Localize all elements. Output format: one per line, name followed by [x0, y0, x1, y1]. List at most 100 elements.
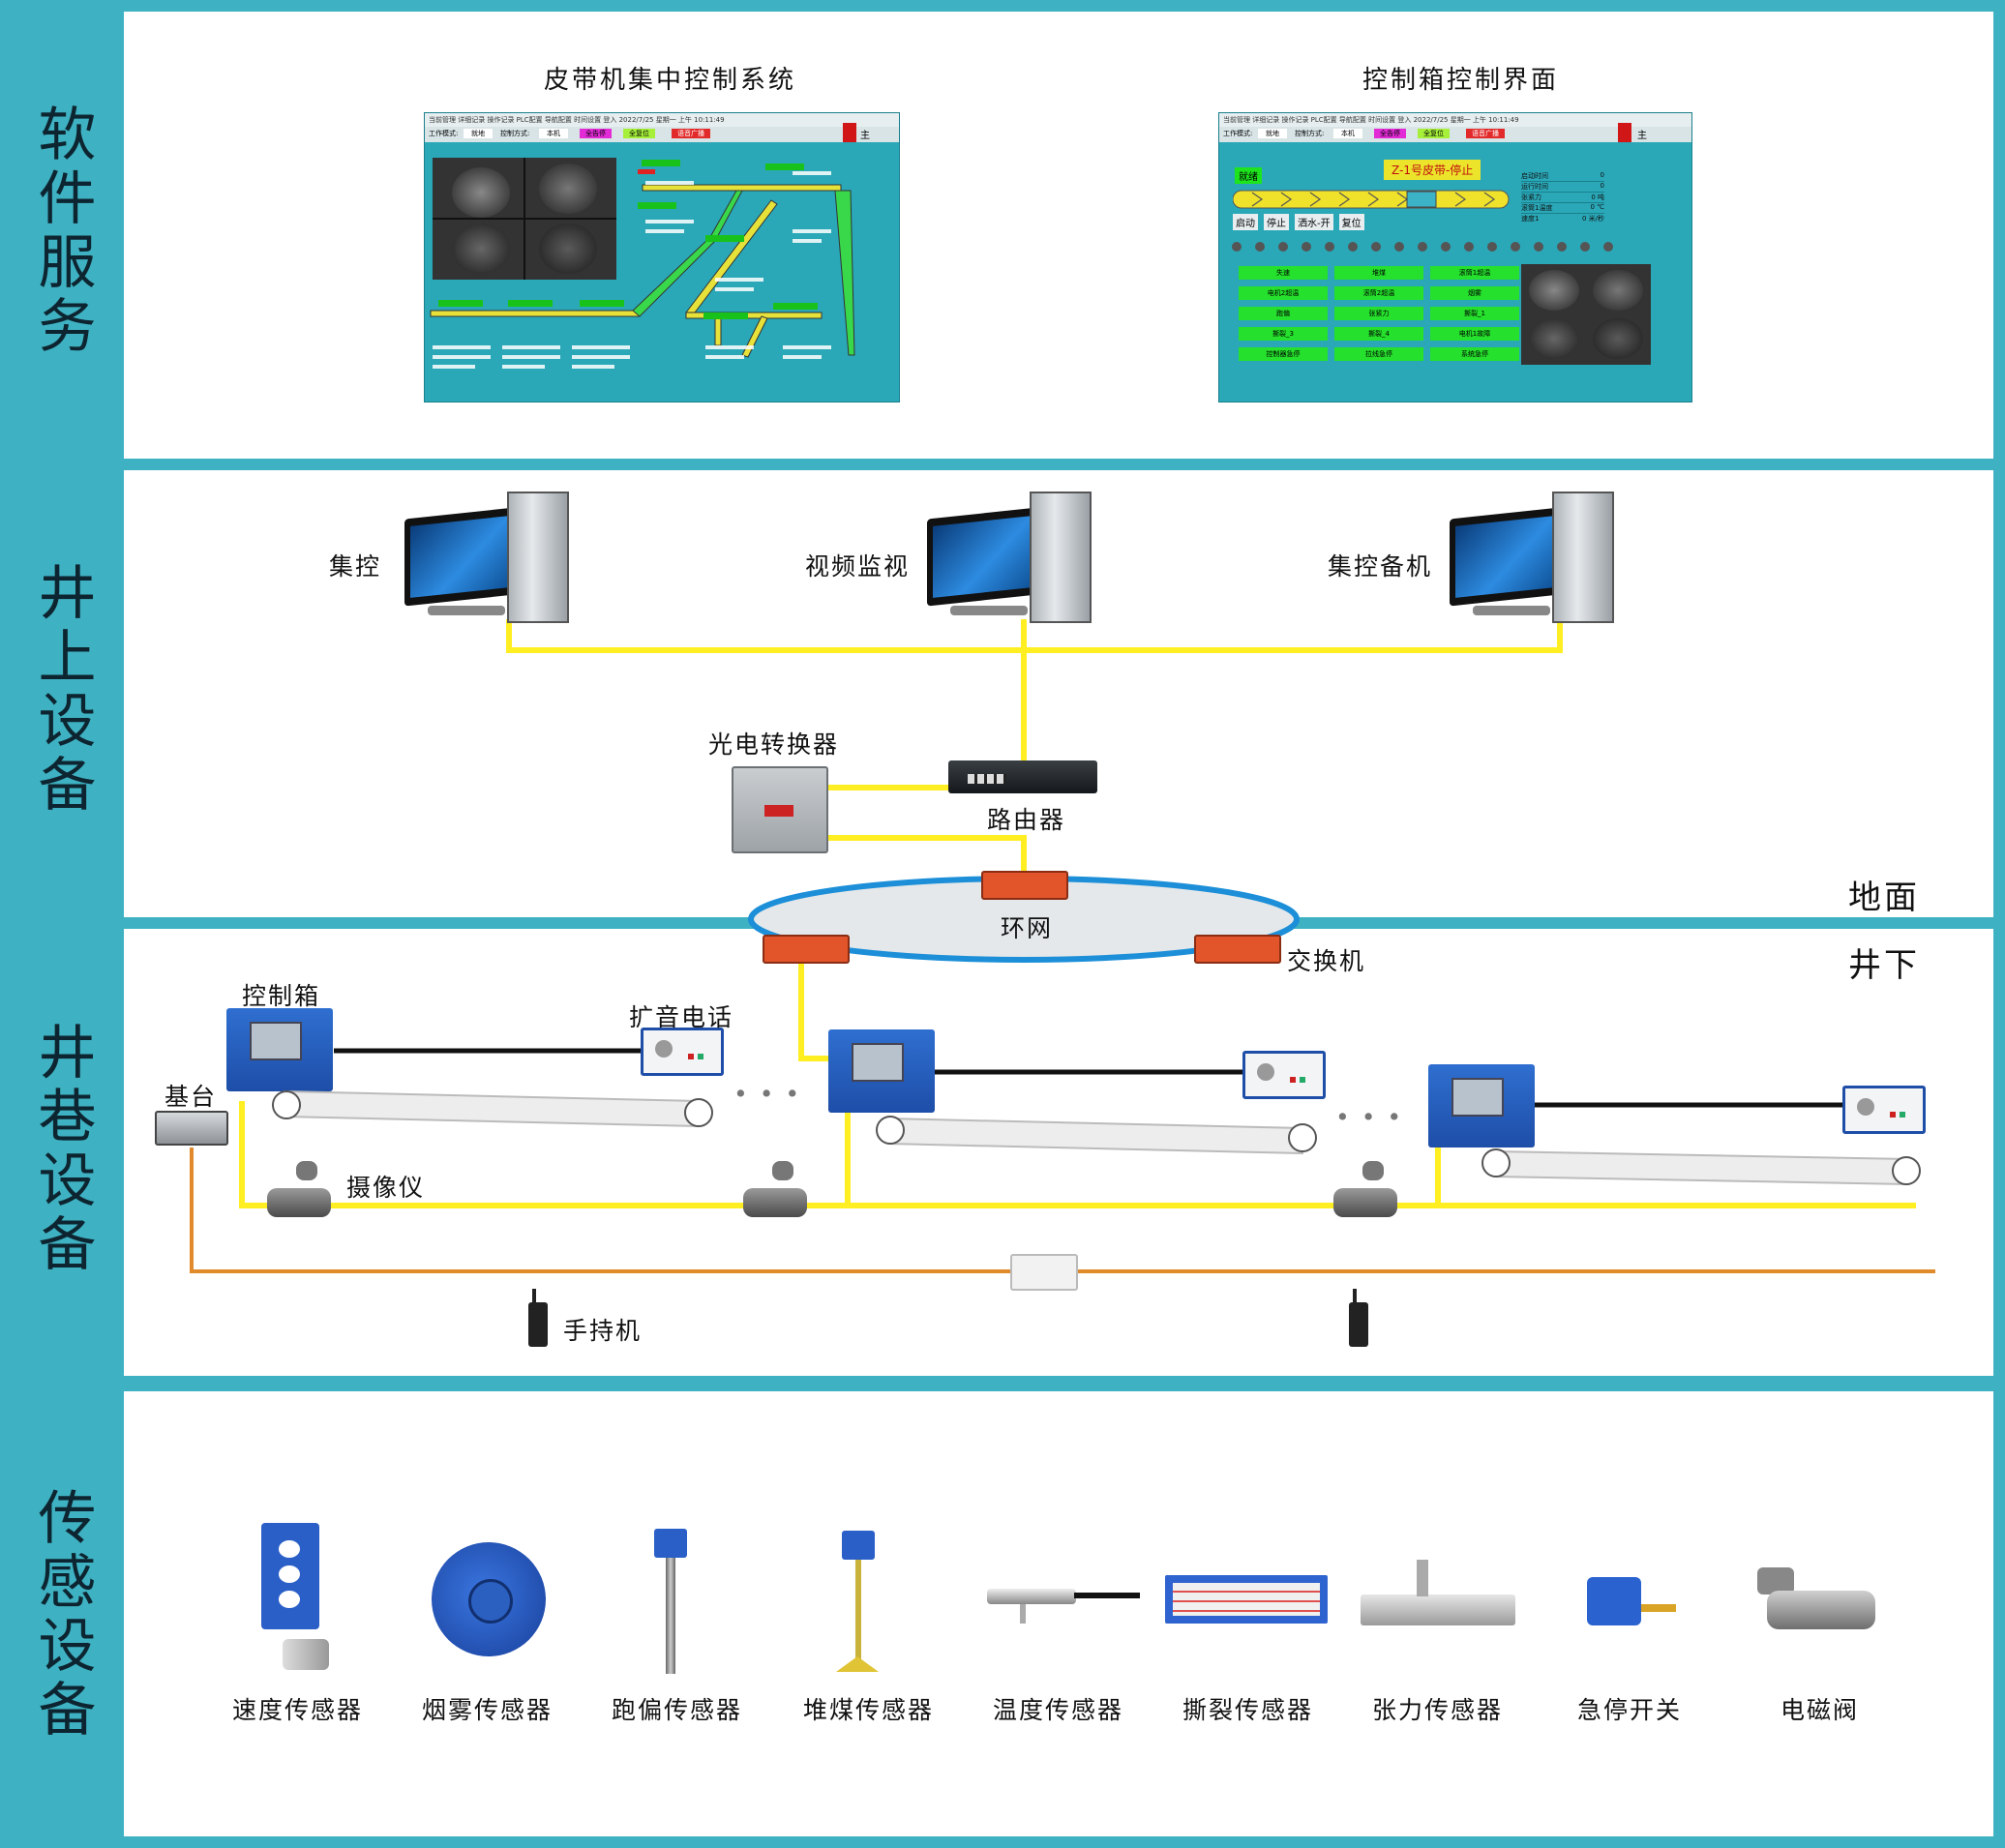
alarm-item: 电机1故障 — [1430, 327, 1519, 341]
belt-title: Z-1号皮带-停止 — [1384, 160, 1481, 180]
ring-switch-icon — [1194, 935, 1281, 964]
camera-icon — [1333, 1161, 1401, 1221]
belt-rollers-row — [1232, 242, 1613, 252]
sensor-label-tension: 张力传感器 — [1372, 1696, 1504, 1724]
switch-label: 交换机 — [1287, 947, 1366, 975]
belt-network-drawing — [430, 160, 855, 369]
handheld-label: 手持机 — [563, 1317, 643, 1345]
base-station-icon — [155, 1111, 228, 1146]
speed-sensor-icon — [254, 1523, 333, 1672]
handheld-radio-icon — [1349, 1289, 1368, 1347]
pc-label-central: 集控 — [329, 552, 382, 581]
alarm-indicator — [843, 123, 856, 142]
status-badge: 就绪 — [1235, 167, 1262, 184]
computer-icon — [919, 492, 1093, 627]
section-label-roadway: 井巷设备 — [28, 1022, 96, 1277]
alarm-item: 张紧力 — [1334, 307, 1423, 320]
alarm-item: 堆煤 — [1334, 266, 1423, 280]
deviation-sensor-icon — [646, 1529, 695, 1674]
ellipsis-dots: • • • — [733, 1080, 802, 1108]
all-reset-button[interactable]: 全复位 — [623, 129, 655, 138]
control-box-icon — [226, 1008, 333, 1091]
handheld-radio-icon — [528, 1289, 548, 1347]
alarm-item: 跑偏 — [1239, 307, 1328, 320]
screen-toolbar: 工作模式: 就地 控制方式: 本机 全告停 全复位 语音广播 主 — [1219, 123, 1691, 142]
pc-label-backup: 集控备机 — [1328, 552, 1433, 581]
converter-icon — [732, 766, 828, 853]
control-box-icon — [1428, 1064, 1535, 1148]
phone-icon — [641, 1028, 724, 1076]
all-reset-button[interactable]: 全复位 — [1418, 129, 1450, 138]
sensor-label-emergency-stop: 急停开关 — [1577, 1696, 1683, 1724]
solenoid-valve-icon — [1748, 1562, 1885, 1639]
alarm-item: 滚筒1超温 — [1430, 266, 1519, 280]
section-label-sensor: 传感设备 — [28, 1487, 96, 1743]
alarm-item: 撕裂_3 — [1239, 327, 1328, 341]
software-title-right: 控制箱控制界面 — [1362, 66, 1560, 95]
all-stop-button[interactable]: 全告停 — [1374, 129, 1406, 138]
voice-broadcast-button[interactable]: 语音广播 — [672, 129, 710, 138]
voice-broadcast-button[interactable]: 语音广播 — [1466, 129, 1505, 138]
alarm-item: 滚筒2超温 — [1334, 286, 1423, 300]
ground-label: 地面 — [1848, 879, 1920, 917]
ring-switch-icon — [763, 935, 850, 964]
ellipsis-dots: • • • — [1335, 1103, 1404, 1131]
sensor-label-deviation: 跑偏传感器 — [612, 1696, 743, 1724]
camera-label: 摄像仪 — [346, 1174, 426, 1202]
phone-icon — [1842, 1086, 1926, 1134]
alarm-indicator — [1618, 123, 1631, 142]
alarm-item: 控制器急停 — [1239, 347, 1328, 361]
base-station-label: 基台 — [165, 1083, 218, 1111]
underground-label: 井下 — [1848, 946, 1920, 985]
alarm-item: 撕裂_4 — [1334, 327, 1423, 341]
computer-icon — [397, 492, 571, 627]
alarm-item: 电机2超温 — [1239, 286, 1328, 300]
tear-sensor-icon — [1165, 1575, 1328, 1624]
converter-label: 光电转换器 — [708, 730, 840, 759]
video-grid — [433, 158, 616, 280]
start-button[interactable]: 启动 — [1233, 214, 1258, 230]
alarm-item: 撕裂_1 — [1430, 307, 1519, 320]
control-box-label: 控制箱 — [242, 982, 321, 1010]
control-box-icon — [828, 1029, 935, 1113]
alarm-item: 失速 — [1239, 266, 1328, 280]
sensor-label-smoke: 烟雾传感器 — [422, 1696, 554, 1724]
ring-label: 环网 — [1001, 914, 1054, 942]
stop-button[interactable]: 停止 — [1264, 214, 1289, 230]
sensor-label-speed: 速度传感器 — [232, 1696, 364, 1724]
section-label-software: 软件服务 — [28, 104, 96, 359]
emergency-stop-icon — [1577, 1569, 1678, 1631]
alarm-item: 系统急停 — [1430, 347, 1519, 361]
coal-pile-sensor-icon — [834, 1531, 883, 1676]
belt-control-screenshot: 当前管理 详细记录 操作记录 PLC配置 导航配置 时间设置 登入 2022/7… — [424, 112, 900, 402]
section-label-surface: 井上设备 — [28, 562, 96, 818]
ring-switch-icon — [981, 871, 1068, 900]
screen-menu-bar: 当前管理 详细记录 操作记录 PLC配置 导航配置 时间设置 登入 2022/7… — [425, 113, 899, 127]
all-stop-button[interactable]: 全告停 — [580, 129, 612, 138]
computer-icon — [1442, 492, 1616, 627]
alarm-item: 拉线急停 — [1334, 347, 1423, 361]
tension-sensor-icon — [1361, 1560, 1515, 1637]
sprinkler-button[interactable]: 洒水-开 — [1295, 214, 1333, 230]
sensor-label-coal-pile: 堆煤传感器 — [803, 1696, 935, 1724]
alarm-grid: 失速 堆煤 滚筒1超温 电机2超温 滚筒2超温 烟雾 跑偏 张紧力 撕裂_1 撕… — [1239, 266, 1527, 361]
sensor-label-tear: 撕裂传感器 — [1182, 1696, 1314, 1724]
belt-status-bar — [1233, 190, 1510, 209]
phone-label: 扩音电话 — [629, 1003, 734, 1031]
router-label: 路由器 — [987, 806, 1066, 834]
sensor-label-temperature: 温度传感器 — [993, 1696, 1124, 1724]
temperature-sensor-icon — [987, 1583, 1142, 1625]
pc-label-video: 视频监视 — [805, 552, 911, 581]
alarm-item: 烟雾 — [1430, 286, 1519, 300]
camera-icon — [743, 1161, 811, 1221]
control-box-screenshot: 当前管理 详细记录 操作记录 PLC配置 导航配置 时间设置 登入 2022/7… — [1218, 112, 1692, 402]
smoke-sensor-icon — [432, 1542, 546, 1656]
reset-button[interactable]: 复位 — [1338, 214, 1364, 230]
phone-icon — [1242, 1051, 1326, 1099]
roadway-panel — [124, 929, 1993, 1376]
screen-menu-bar: 当前管理 详细记录 操作记录 PLC配置 导航配置 时间设置 登入 2022/7… — [1219, 113, 1691, 127]
software-panel — [124, 12, 1993, 459]
junction-box-icon — [1010, 1254, 1078, 1291]
